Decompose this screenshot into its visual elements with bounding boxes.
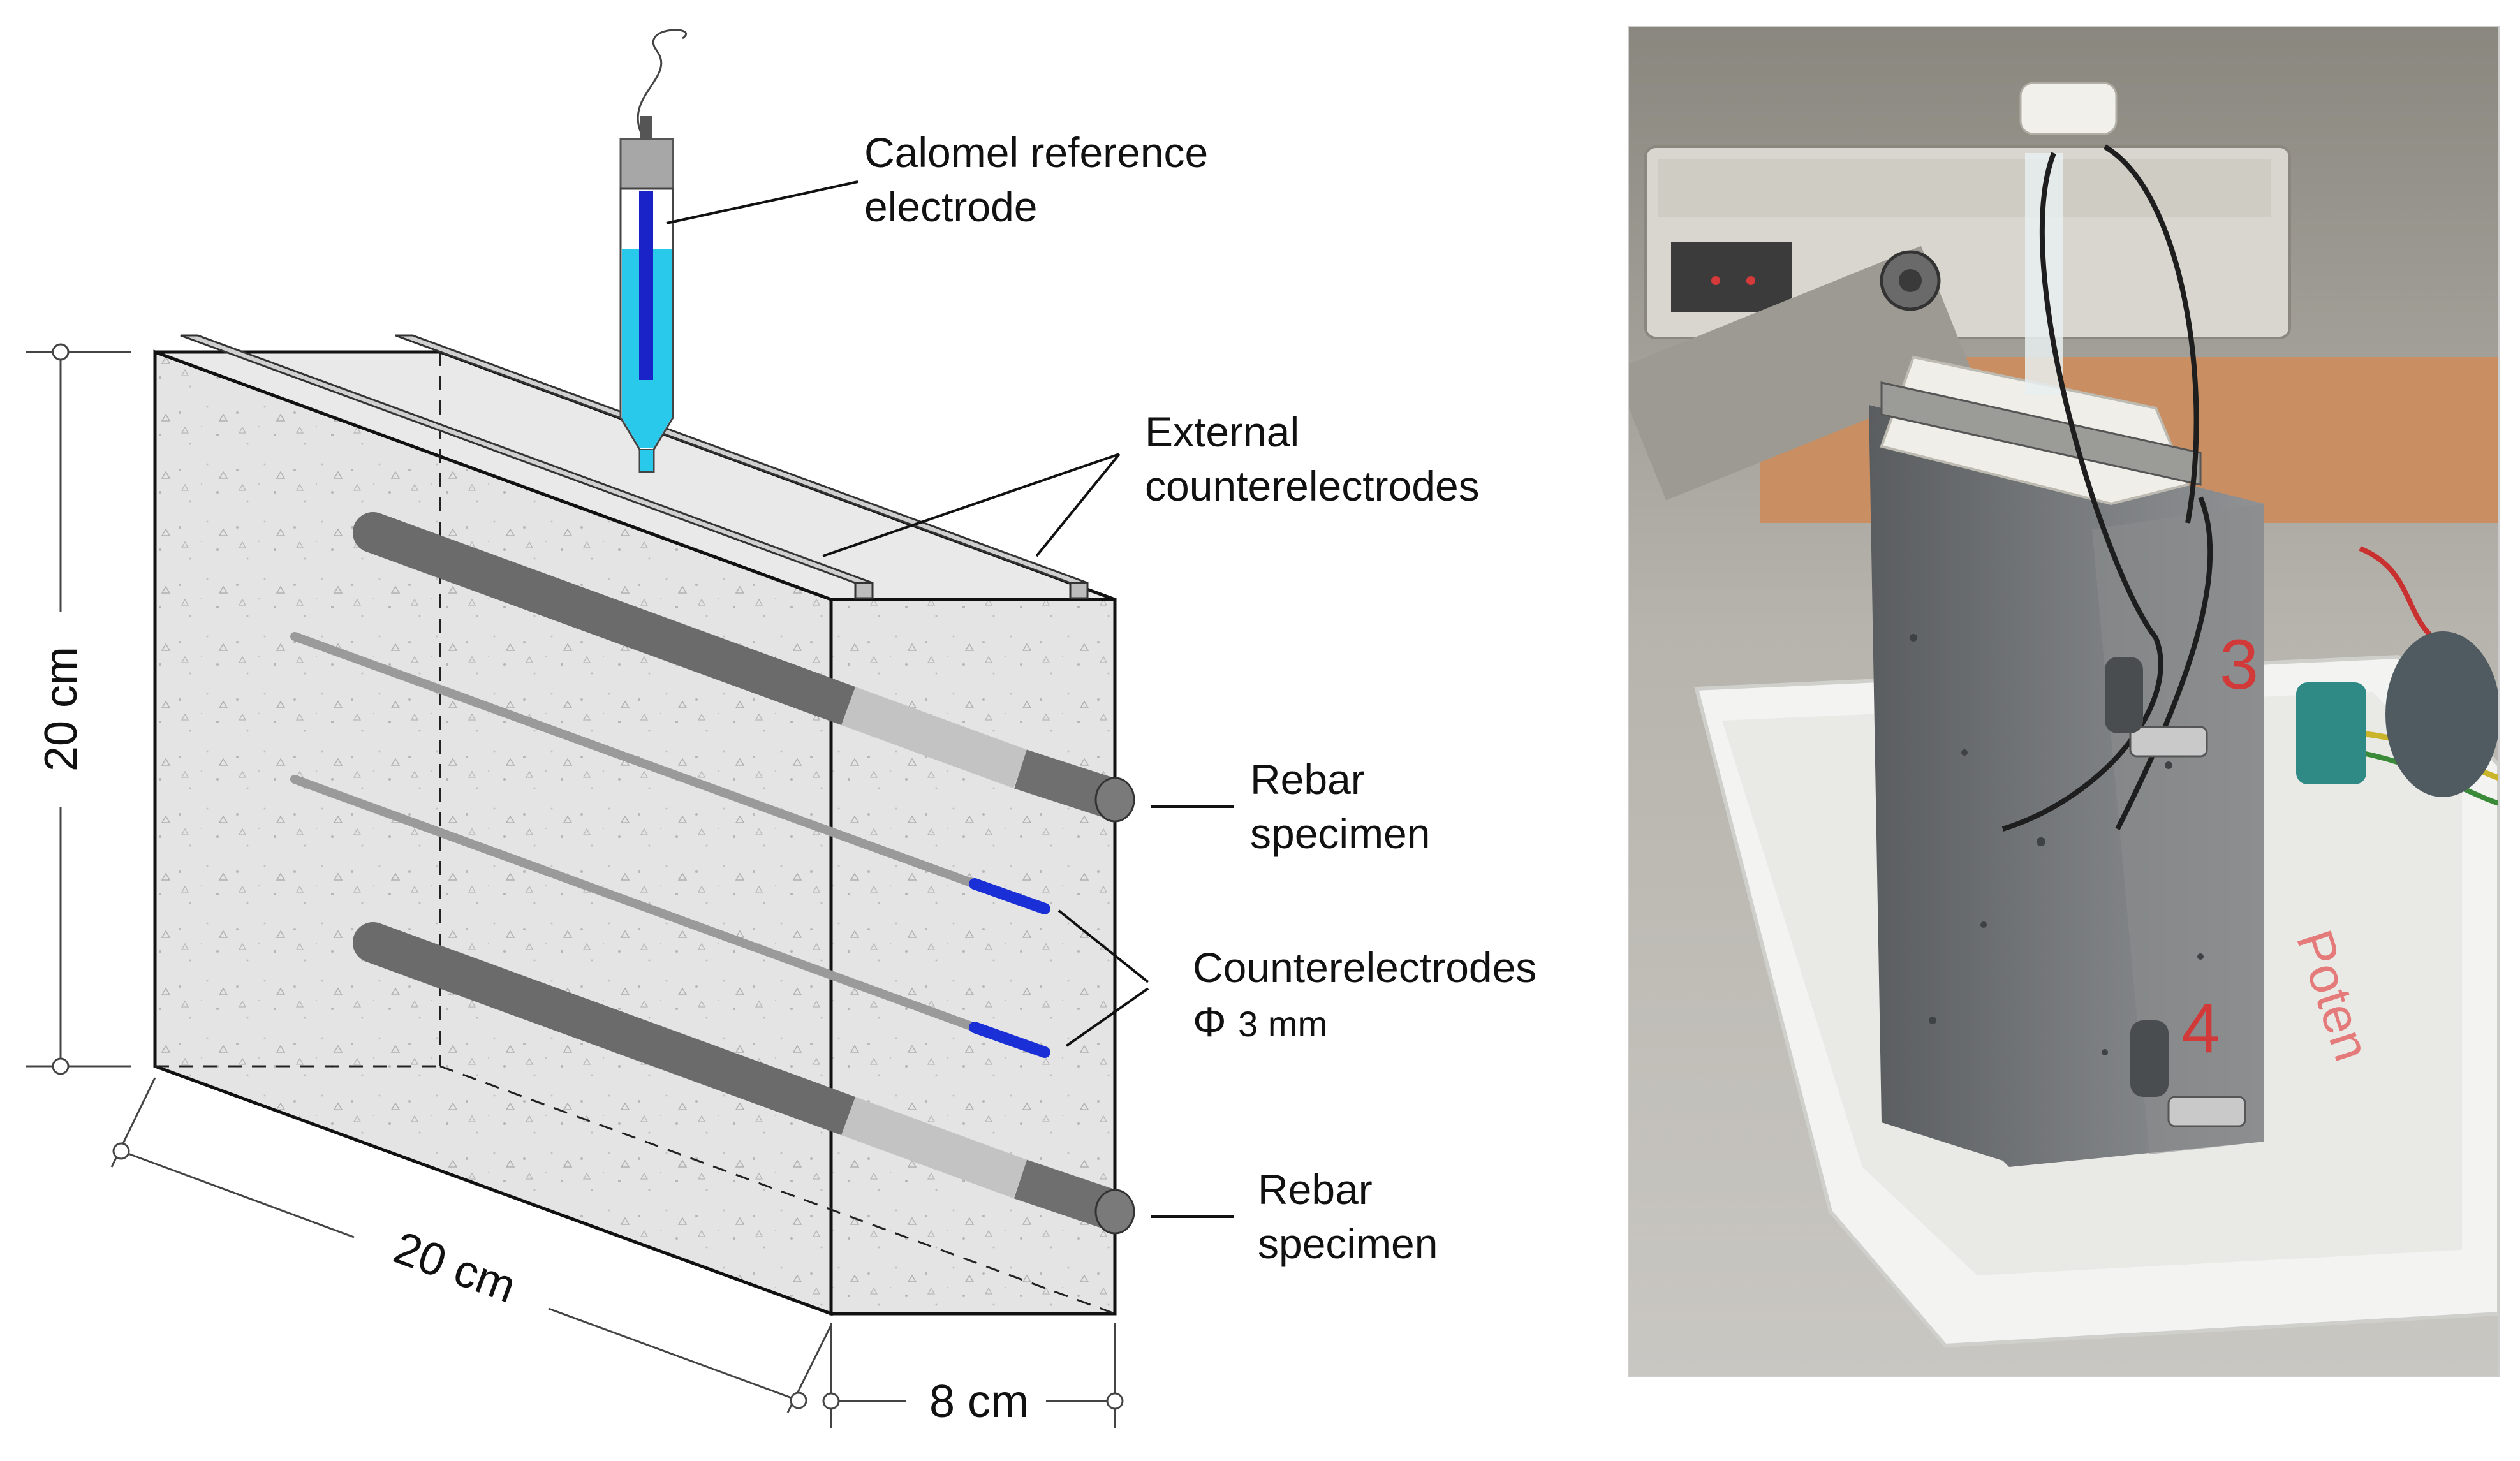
marker-number-3: 3 (2220, 626, 2258, 704)
rebar-top (353, 512, 1135, 823)
external-counterelectrode-strips (180, 334, 1089, 599)
rebar-connector-top (2129, 726, 2208, 758)
specimen-diagram: Calomel reference electrode External cou… (26, 29, 1536, 1428)
reference-electrode (619, 29, 688, 473)
photo-wires (2001, 144, 2213, 832)
rebar-connector-bottom (2167, 1096, 2246, 1127)
clamp (2385, 631, 2499, 797)
photo-frame (1628, 26, 2500, 1377)
label-rebar-bottom: Rebar specimen (1258, 1166, 1438, 1267)
dimension-width-label: 20 cm (387, 1222, 522, 1312)
specimen-photo: Poten 3 4 (1628, 27, 2499, 1377)
marker-number-4: 4 (2181, 989, 2220, 1068)
metal-bracket (1880, 381, 2202, 486)
concrete-pores (1910, 634, 2204, 1055)
label-rebar-top: Rebar specimen (1250, 756, 1430, 857)
internal-counterelectrode-upper (290, 632, 1050, 914)
dimension-depth (822, 1323, 1124, 1428)
rebar-bottom (353, 922, 1135, 1235)
dimension-height-label: 20 cm (36, 647, 87, 772)
label-external-counterelectrodes: External counterelectrodes (1145, 408, 1480, 510)
dimension-height (26, 343, 131, 1075)
label-reference-electrode: Calomel reference electrode (864, 129, 1220, 230)
label-phi-diameter: Φ 3 mm (1193, 998, 1327, 1045)
internal-counterelectrode-lower (290, 775, 1050, 1058)
leader-lines (666, 180, 1234, 1218)
dimension-depth-label: 8 cm (929, 1376, 1029, 1427)
dimension-width (110, 1077, 832, 1413)
label-counterelectrodes: Counterelectrodes (1193, 944, 1536, 991)
